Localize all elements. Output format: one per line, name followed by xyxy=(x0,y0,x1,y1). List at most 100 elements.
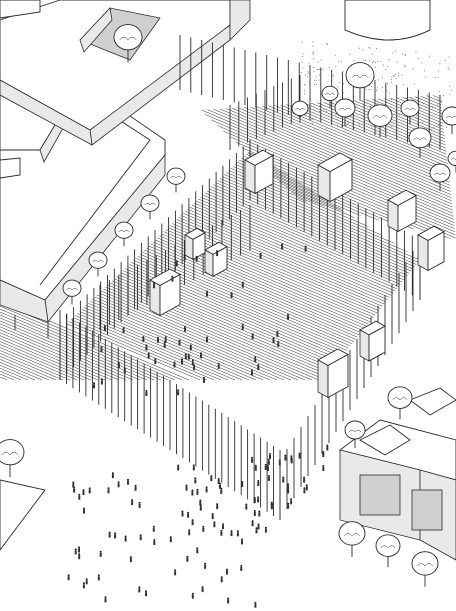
stipple-dot xyxy=(318,74,320,76)
people xyxy=(67,243,329,608)
person xyxy=(217,478,220,484)
person xyxy=(177,464,180,471)
person xyxy=(139,534,142,541)
tree xyxy=(367,104,393,138)
stipple-dot xyxy=(358,122,360,124)
stipple-dot xyxy=(438,70,440,72)
stipple-dot xyxy=(383,64,385,66)
person xyxy=(184,325,186,332)
person xyxy=(134,484,137,491)
person xyxy=(145,390,148,396)
person xyxy=(199,504,202,511)
stipple-dot xyxy=(339,82,341,84)
stipple-dot xyxy=(398,114,400,116)
person xyxy=(78,493,81,500)
stipple-dot xyxy=(448,68,450,70)
grass-corner xyxy=(0,479,46,551)
stipple-dot xyxy=(368,47,370,49)
stipple-dot xyxy=(312,45,314,47)
stipple-dot xyxy=(319,105,321,107)
person xyxy=(124,535,127,542)
stipple-dot xyxy=(336,119,338,121)
stipple-dot xyxy=(328,66,330,68)
stipple-dot xyxy=(364,89,366,90)
stipple-dot xyxy=(362,59,364,61)
stipple-dot xyxy=(316,84,318,86)
person xyxy=(131,499,134,506)
stipple-dot xyxy=(312,54,314,56)
stipple-dot xyxy=(304,93,306,95)
stipple-dot xyxy=(317,61,319,63)
tree xyxy=(88,251,108,277)
person xyxy=(138,501,141,508)
stipple-dot xyxy=(326,128,328,130)
stipple-dot xyxy=(322,69,324,71)
stipple-dot xyxy=(387,66,389,68)
person xyxy=(122,327,125,334)
person xyxy=(222,523,224,530)
stipple-dot xyxy=(415,51,417,53)
stipple-dot xyxy=(377,60,379,62)
person xyxy=(203,376,205,383)
person xyxy=(196,547,199,554)
stipple-dot xyxy=(306,76,308,78)
stipple-dot xyxy=(319,110,320,112)
stipple-dot xyxy=(437,104,439,106)
person xyxy=(187,511,190,518)
stipple-dot xyxy=(381,77,383,79)
stipple-dot xyxy=(377,87,378,89)
person xyxy=(251,333,254,340)
person xyxy=(154,358,157,365)
stipple-dot xyxy=(404,53,406,55)
stipple-dot xyxy=(320,59,322,61)
stipple-dot xyxy=(411,97,413,98)
person xyxy=(254,356,257,363)
tree xyxy=(338,521,366,557)
stipple-dot xyxy=(376,90,377,91)
pavilion-block xyxy=(317,348,349,399)
person xyxy=(88,487,91,494)
stipple-dot xyxy=(437,124,439,126)
stipple-dot xyxy=(308,62,310,64)
person xyxy=(210,475,213,482)
person xyxy=(213,521,216,528)
person xyxy=(257,496,260,503)
stipple-dot xyxy=(313,84,315,85)
person xyxy=(240,564,243,571)
tree xyxy=(441,106,456,134)
stipple-dot xyxy=(405,54,407,56)
stipple-dot xyxy=(366,102,368,104)
person xyxy=(253,497,256,503)
person xyxy=(187,353,190,360)
stipple-dot xyxy=(395,78,397,80)
person xyxy=(78,546,80,553)
person xyxy=(255,527,258,534)
stipple-dot xyxy=(367,99,368,101)
stipple-dot xyxy=(317,69,319,70)
stipple-dot xyxy=(375,62,377,64)
person xyxy=(287,483,290,490)
person xyxy=(205,486,208,493)
stipple-dot xyxy=(326,111,327,113)
pavilion-block xyxy=(317,152,353,203)
person xyxy=(82,582,85,589)
stipple-dot xyxy=(424,76,426,78)
stipple-dot xyxy=(337,86,339,88)
person xyxy=(220,487,223,494)
tree xyxy=(334,98,356,126)
stipple-dot xyxy=(423,70,425,72)
stipple-dot xyxy=(437,76,439,78)
stipple-dot xyxy=(388,58,390,60)
stipple-dot xyxy=(421,101,423,103)
person xyxy=(304,245,307,252)
stipple-dot xyxy=(421,62,423,64)
stipple-dot xyxy=(300,127,302,129)
stipple-dot xyxy=(394,74,396,76)
stipple-dot xyxy=(337,124,338,126)
stipple-dot xyxy=(439,90,440,92)
person xyxy=(284,454,287,461)
stipple-dot xyxy=(430,129,432,130)
stipple-dot xyxy=(391,81,393,83)
stipple-dot xyxy=(394,50,396,52)
person xyxy=(278,459,281,466)
